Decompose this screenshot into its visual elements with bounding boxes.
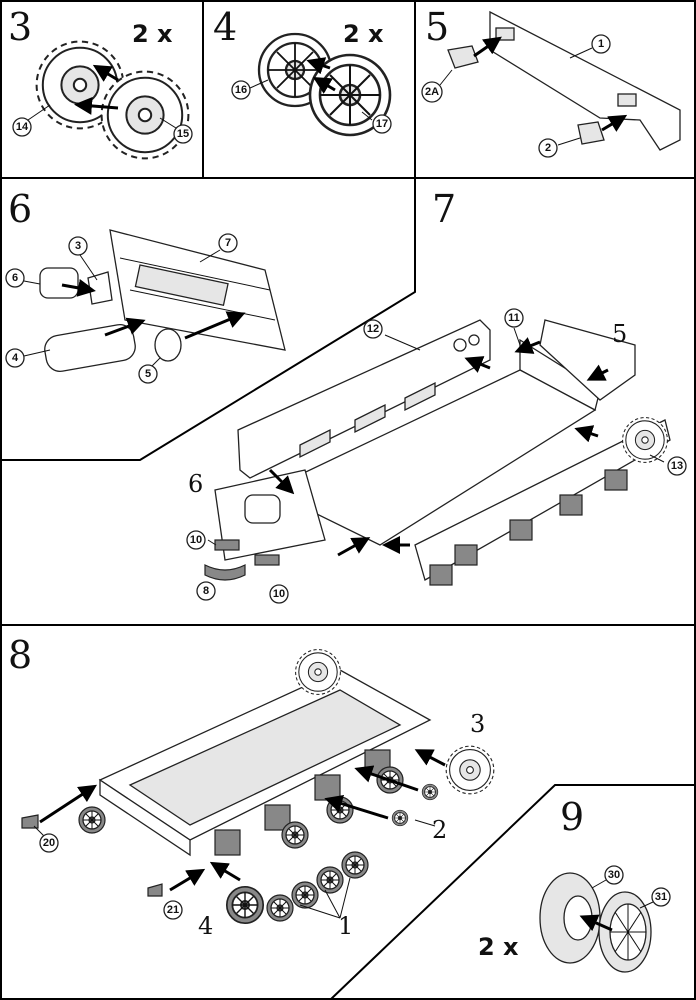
quantity-multiplier: 2 x <box>343 20 384 48</box>
svg-text:16: 16 <box>235 84 247 96</box>
hub-2 <box>391 809 409 827</box>
panel-step-4: 4 2 x <box>213 5 392 137</box>
subassembly-label-3: 3 <box>470 710 485 738</box>
part-21 <box>147 883 163 897</box>
callout-21: 21 <box>163 900 183 920</box>
panel-step-8: 8 <box>8 633 495 940</box>
hull-plate-part-1 <box>489 10 681 151</box>
callout-4: 4 <box>5 348 25 368</box>
svg-text:2A: 2A <box>425 86 439 98</box>
hub-2 <box>421 783 439 801</box>
svg-text:10: 10 <box>190 534 202 546</box>
svg-text:20: 20 <box>43 837 55 849</box>
callout-10: 10 <box>186 530 206 550</box>
part-callouts: 14 15 16 17 1 2A 2 3 7 6 4 5 12 11 13 10… <box>5 34 687 920</box>
callout-2a: 2A <box>421 81 443 103</box>
drive-sprocket-3 <box>445 745 495 795</box>
mount-recess <box>617 93 637 107</box>
callout-12: 12 <box>363 319 383 339</box>
svg-text:12: 12 <box>367 323 379 335</box>
callout-6: 6 <box>5 268 25 288</box>
part-8 <box>204 564 246 581</box>
svg-text:13: 13 <box>671 460 683 472</box>
quantity-multiplier: 2 x <box>132 20 173 48</box>
callout-2: 2 <box>538 138 558 158</box>
subassembly-label-6: 6 <box>188 470 203 498</box>
callout-17: 17 <box>372 114 392 134</box>
part-2a <box>447 45 479 69</box>
svg-text:30: 30 <box>608 869 620 881</box>
svg-text:1: 1 <box>598 38 604 50</box>
bracket-part-3 <box>87 271 113 305</box>
svg-text:6: 6 <box>12 272 18 284</box>
panel-step-7: 7 5 6 <box>188 187 671 586</box>
subassembly-label-1: 1 <box>338 912 353 940</box>
step-number-9: 9 <box>560 795 584 839</box>
svg-text:5: 5 <box>145 368 151 380</box>
callout-1: 1 <box>591 34 611 54</box>
part-10 <box>214 539 240 551</box>
step-number-8: 8 <box>8 633 32 677</box>
callout-5: 5 <box>138 364 158 384</box>
mount-recess <box>495 27 515 41</box>
callout-8: 8 <box>196 581 216 601</box>
step-number-4: 4 <box>213 5 237 49</box>
callout-13: 13 <box>667 456 687 476</box>
svg-text:4: 4 <box>12 352 19 364</box>
callout-31: 31 <box>651 887 671 907</box>
sprocket-subassembly <box>622 417 668 463</box>
svg-text:15: 15 <box>177 128 189 140</box>
callout-30: 30 <box>604 865 624 885</box>
callout-10: 10 <box>269 584 289 604</box>
svg-text:2: 2 <box>545 142 551 154</box>
svg-text:14: 14 <box>16 121 29 133</box>
cap-part-5 <box>154 328 182 362</box>
panel-step-6: 6 <box>8 187 286 372</box>
drum-part-6 <box>39 267 79 299</box>
hull-floor <box>266 369 597 546</box>
hull-side-part-12 <box>237 319 491 479</box>
front-plate-part-5 <box>539 319 636 401</box>
svg-text:11: 11 <box>508 312 520 324</box>
svg-text:31: 31 <box>655 891 667 903</box>
callout-20: 20 <box>39 833 59 853</box>
callout-15: 15 <box>173 124 193 144</box>
step-number-6: 6 <box>8 187 32 231</box>
svg-text:21: 21 <box>167 904 179 916</box>
hull-side-right <box>414 419 671 581</box>
idler-wheel <box>78 806 106 834</box>
suspension-arms <box>429 469 628 586</box>
step-number-5: 5 <box>425 5 449 49</box>
callout-3: 3 <box>68 236 88 256</box>
part-2 <box>577 121 605 145</box>
callout-16: 16 <box>231 80 251 100</box>
subassembly-label-5: 5 <box>612 320 627 348</box>
step-number-3: 3 <box>8 5 32 49</box>
quantity-multiplier: 2 x <box>478 933 519 961</box>
rear-sprocket <box>295 649 341 695</box>
svg-text:7: 7 <box>225 237 231 249</box>
svg-text:10: 10 <box>273 588 285 600</box>
panel-step-9: 9 2 x <box>478 795 654 973</box>
svg-text:17: 17 <box>376 118 388 130</box>
step-number-7: 7 <box>432 187 456 231</box>
subassembly-label-4: 4 <box>198 912 213 940</box>
callout-7: 7 <box>218 233 238 253</box>
subassembly-label-2: 2 <box>432 816 447 844</box>
callout-14: 14 <box>12 117 32 137</box>
panel-step-5: 5 <box>425 5 681 151</box>
svg-text:8: 8 <box>203 585 209 597</box>
callout-11: 11 <box>504 308 524 328</box>
cylinder-part-4 <box>44 324 136 372</box>
part-10 <box>254 554 280 566</box>
svg-text:3: 3 <box>75 240 81 252</box>
part-20 <box>21 814 39 829</box>
sprocket-half-part-15 <box>100 70 190 160</box>
panel-step-3: 3 2 x <box>8 5 190 160</box>
